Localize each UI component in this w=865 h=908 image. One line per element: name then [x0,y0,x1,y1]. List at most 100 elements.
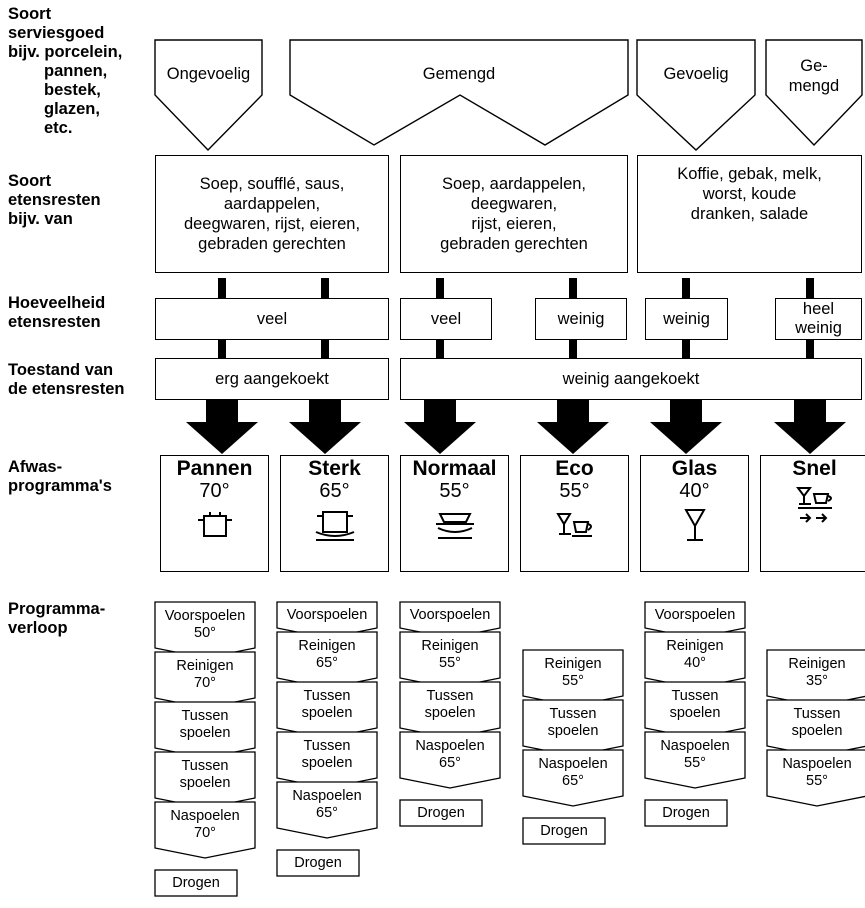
quick-glass-cup-icon [795,487,832,523]
step-shape [522,817,606,845]
step-text: Reinigen [421,638,479,654]
program-snel: Snel [760,455,865,572]
label-line: bijv. porcelein, [8,43,123,61]
program-name: Glas [671,457,718,480]
pentagon-ongevoelig [154,39,263,152]
label-etensresten: Soort etensresten bijv. van [8,172,101,229]
program-temp: 55° [439,480,470,502]
program-name: Normaal [412,457,497,480]
step-text: 55° [684,755,706,771]
program-step: Voorspoelen [645,607,745,624]
state-box: erg aangekoekt [155,358,389,400]
step-text: Reinigen [666,638,724,654]
step-text: spoelen [791,723,843,739]
amount-box: heel weinig [775,298,862,340]
pot-icon [197,512,232,537]
program-pannen: Pannen 70° [160,455,269,572]
label-line: Soort [8,5,52,23]
amount-box: weinig [645,298,728,340]
label-line: serviesgoed [8,24,105,42]
pentagon-gevoelig [636,39,756,151]
step-text: 65° [316,805,338,821]
program-step: Voorspoelen [400,607,500,624]
wine-glass-icon [683,509,706,541]
servies-type-ongevoelig: Ongevoelig [166,65,251,83]
step-text: Naspoelen [292,788,362,804]
step-text: Tussen [303,738,351,754]
program-name: Sterk [308,457,361,480]
step-text: Naspoelen [782,756,852,772]
step-text: 55° [562,673,584,689]
step-text: Reinigen [176,658,234,674]
step-text: 65° [562,773,584,789]
program-glas: Glas 40° [640,455,749,572]
step-text: Voorspoelen [164,608,246,624]
step-text: 40° [684,655,706,671]
label-line: verloop [8,619,68,637]
step-text: Drogen [172,875,220,891]
step-text: Drogen [294,855,342,871]
label-line: etc. [44,119,73,137]
program-temp: 65° [319,480,350,502]
step-text: 55° [439,655,461,671]
amount-box: veel [400,298,492,340]
food-group-box: Koffie, gebak, melk, worst, koude dranke… [637,155,862,273]
step-shape [399,731,501,789]
label-line: bijv. van [8,210,73,228]
step-text: spoelen [424,705,476,721]
servies-type-gevoelig: Gevoelig [663,65,729,83]
servies-type-gemengd: Gemengd [422,65,496,83]
step-shape [154,869,238,897]
amount-box: weinig [535,298,627,340]
program-step: Drogen [155,875,237,892]
label-line: Toestand van [8,361,114,379]
state-box: weinig aangekoekt [400,358,862,400]
step-text: Tussen [303,688,351,704]
step-text: 35° [806,673,828,689]
program-temp: 70° [199,480,230,502]
step-text: Voorspoelen [654,607,736,623]
program-step: Drogen [400,805,482,822]
step-text: 50° [194,625,216,641]
step-text: Reinigen [788,656,846,672]
label-afwas: Afwas- programma's [8,458,112,496]
step-text: Tussen [181,708,229,724]
step-shape [276,849,360,877]
servies-pentagons [154,39,863,152]
step-text: 70° [194,675,216,691]
step-text: spoelen [179,725,231,741]
step-text: 65° [439,755,461,771]
food-group-box: Soep, aardappelen, deegwaren, rijst, eie… [400,155,628,273]
step-shape [644,799,728,827]
step-shape [522,749,624,807]
servies-type-gemengd-2: Ge- mengd [788,57,840,95]
step-text: spoelen [301,755,353,771]
label-line: Hoeveelheid [8,294,106,312]
step-text: Tussen [671,688,719,704]
program-step: Drogen [277,855,359,872]
step-text: spoelen [301,705,353,721]
step-text: Drogen [540,823,588,839]
step-text: Drogen [417,805,465,821]
label-line: de etensresten [8,380,125,398]
step-text: Naspoelen [415,738,485,754]
label-hoeveelheid: Hoeveelheid etensresten [8,294,105,332]
step-text: Tussen [181,758,229,774]
step-text: Voorspoelen [286,607,368,623]
program-normaal: Normaal 55° [400,455,509,572]
arrows [186,400,846,454]
step-text: Tussen [426,688,474,704]
label-line: bestek, [44,81,101,99]
step-shape [644,731,746,789]
